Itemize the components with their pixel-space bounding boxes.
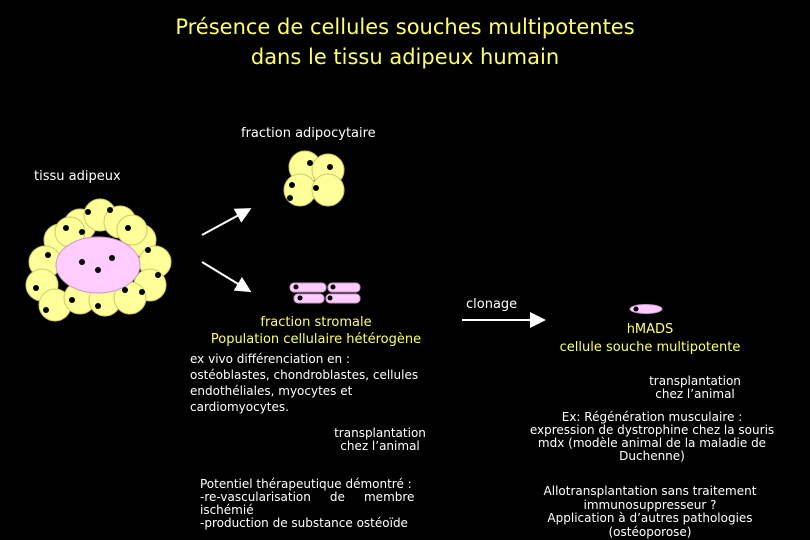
example-line: Ex: Régénération musculaire :: [561, 410, 743, 424]
hmads-title: hMADS: [626, 322, 674, 337]
exvivo-line: ostéoblastes, chondroblastes, cellules: [190, 368, 419, 382]
arrow-to-adipocyte-fraction: [201, 208, 252, 236]
transplantation-line: transplantation: [649, 374, 741, 388]
label-tissu-adipeux: tissu adipeux: [34, 169, 121, 184]
stromal-title: fraction stromale: [260, 315, 372, 330]
title-line-1: Présence de cellules souches multipotent…: [175, 15, 635, 39]
stromal-cells: [289, 282, 361, 304]
adipocyte-fraction-cluster: [283, 150, 345, 207]
potentiel-line: -re-vascularisation de membre: [200, 490, 415, 504]
allo-line: (ostéoporose): [608, 524, 692, 539]
arrow-to-stromal-fraction: [201, 261, 252, 293]
transplantation-line: chez l’animal: [340, 439, 420, 453]
title-line-2: dans le tissu adipeux humain: [250, 45, 560, 69]
hmads-allo: Allotransplantation sans traitement immu…: [520, 484, 780, 539]
allo-line: immunosuppresseur ?: [583, 497, 717, 512]
adipose-tissue-cluster: [25, 198, 172, 322]
allo-line: Allotransplantation sans traitement: [543, 484, 757, 498]
exvivo-line: ex vivo différenciation en :: [190, 352, 350, 366]
label-clonage: clonage: [466, 297, 518, 312]
hmads-subtitle: cellule souche multipotente: [559, 340, 741, 355]
stromal-subtitle: Population cellulaire hétérogène: [210, 332, 422, 347]
example-line: expression de dystrophine chez la souris: [529, 423, 775, 437]
stromal-potentiel: Potentiel thérapeutique démontré : -re-v…: [200, 478, 430, 530]
hmads-transplantation: transplantation chez l’animal: [630, 375, 760, 401]
potentiel-line: Potentiel thérapeutique démontré :: [200, 477, 412, 491]
transplantation-line: transplantation: [334, 426, 426, 440]
stromal-transplantation: transplantation chez l’animal: [320, 427, 440, 453]
example-line: Duchenne): [619, 449, 685, 463]
potentiel-line: -production de substance ostéoïde: [200, 516, 408, 530]
hmads-example: Ex: Régénération musculaire : expression…: [512, 411, 792, 463]
exvivo-line: endothéliales, myocytes et: [190, 384, 353, 398]
example-line: mdx (modèle animal de la maladie de: [537, 436, 767, 450]
stromal-exvivo-list: ex vivo différenciation en : ostéoblaste…: [190, 351, 418, 415]
hmads-cell: [629, 304, 663, 314]
label-fraction-adipocytaire: fraction adipocytaire: [241, 126, 376, 141]
exvivo-line: cardiomyocytes.: [190, 400, 289, 414]
transplantation-line: chez l’animal: [655, 387, 735, 401]
potentiel-line: ischémié: [200, 503, 254, 517]
allo-line: Application à d’autres pathologies: [547, 511, 753, 525]
